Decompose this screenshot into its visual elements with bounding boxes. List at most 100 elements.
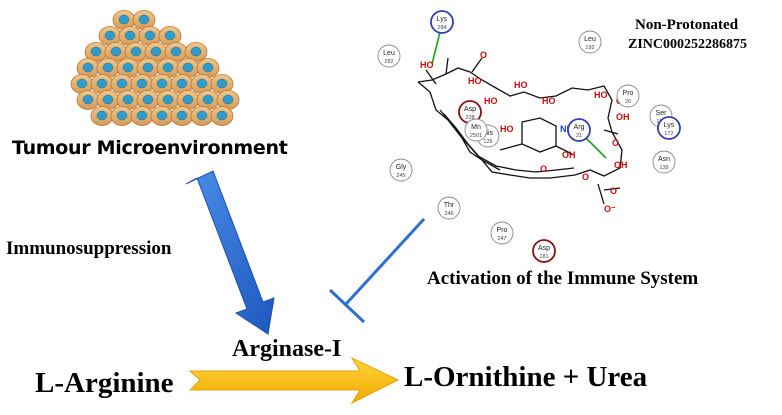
residue-circle xyxy=(464,118,488,142)
cell-nucleus xyxy=(196,110,208,121)
residue-name: Pro xyxy=(497,227,508,234)
residue-number: 245 xyxy=(396,173,405,179)
cell-nucleus xyxy=(176,110,188,121)
atom-label: OH xyxy=(614,160,628,170)
residue-circle xyxy=(389,158,413,182)
cell-nucleus xyxy=(102,62,114,73)
ligand-id-label: ZINC000252286875 xyxy=(628,37,748,52)
cell-nucleus xyxy=(182,62,194,73)
residue-circle xyxy=(532,239,556,263)
residue-number: 139 xyxy=(659,165,668,171)
substrate-label: L-Arginine xyxy=(35,367,174,399)
cell-nucleus xyxy=(164,30,176,41)
residue-circle xyxy=(430,10,454,34)
cell-nucleus xyxy=(216,110,228,121)
residue-name: Pro xyxy=(623,90,634,97)
cell-nucleus xyxy=(202,94,214,105)
residue-number: 20 xyxy=(625,99,631,105)
cell-nucleus xyxy=(122,62,134,73)
cell-nucleus xyxy=(196,78,208,89)
cell-nucleus xyxy=(96,110,108,121)
cell-nucleus xyxy=(110,46,122,57)
cell-nucleus xyxy=(104,30,116,41)
atom-label: O xyxy=(610,186,617,196)
residue-number: 172 xyxy=(664,131,673,137)
residue-circle xyxy=(437,196,461,220)
cell-nucleus xyxy=(90,46,102,57)
residue-name: Leu xyxy=(383,50,395,57)
residue-name: Asp xyxy=(538,245,550,252)
cell-nucleus xyxy=(222,94,234,105)
residue-number: 284 xyxy=(437,25,446,31)
cell-nucleus xyxy=(138,14,150,25)
ligand-state-label: Non-Protonated xyxy=(635,17,739,33)
residue-name: Thr xyxy=(444,202,455,209)
atom-label: O xyxy=(582,172,589,182)
cell-nucleus xyxy=(76,78,88,89)
residue-circle xyxy=(578,30,602,54)
residue-name: Arg xyxy=(574,124,585,131)
residue-circle xyxy=(377,44,401,68)
cell-nucleus xyxy=(96,78,108,89)
ligand-interaction-diagram xyxy=(417,31,623,205)
residue-circle xyxy=(657,116,681,140)
cell-nucleus xyxy=(176,78,188,89)
residue-name: Mn xyxy=(471,124,481,131)
atom-label: HO xyxy=(500,124,514,134)
cell-nucleus xyxy=(182,94,194,105)
atom-label: HO xyxy=(468,76,482,86)
atom-label: HO xyxy=(484,96,498,106)
reaction-arrow xyxy=(188,356,400,405)
cell-nucleus xyxy=(122,94,134,105)
atom-label: OH xyxy=(562,150,576,160)
cell-nucleus xyxy=(136,78,148,89)
immunosuppression-label: Immunosuppression xyxy=(6,238,172,259)
residue-number: 282 xyxy=(384,59,393,65)
residue-number: 21 xyxy=(576,133,582,139)
cell-nucleus xyxy=(136,110,148,121)
immunosuppression-arrow xyxy=(185,170,275,335)
cell-nucleus xyxy=(116,110,128,121)
residue-number: 246 xyxy=(444,211,453,217)
cell-nucleus xyxy=(162,94,174,105)
tumour-microenvironment-label: Tumour Microenvironment xyxy=(12,137,288,159)
products-label: L-Ornithine + Urea xyxy=(404,361,648,393)
residue-number: 192 xyxy=(585,45,594,51)
cell-nucleus xyxy=(190,46,202,57)
atom-label: O xyxy=(612,138,619,148)
residue-number: 126 xyxy=(483,139,492,145)
cell-nucleus xyxy=(170,46,182,57)
cell-nucleus xyxy=(116,78,128,89)
residue-name: Asn xyxy=(658,156,670,163)
cell-nucleus xyxy=(162,62,174,73)
immune-activation-label: Activation of the Immune System xyxy=(427,268,699,289)
cell-nucleus xyxy=(142,62,154,73)
cell-nucleus xyxy=(124,30,136,41)
residue-circle xyxy=(567,118,591,142)
cell-nucleus xyxy=(156,78,168,89)
cell-nucleus xyxy=(150,46,162,57)
residue-name: Lys xyxy=(437,16,448,23)
cell-nucleus xyxy=(202,62,214,73)
atom-label: O xyxy=(540,164,547,174)
residue-number: 247 xyxy=(497,236,506,242)
cell-nucleus xyxy=(102,94,114,105)
atom-labels: HO HO HO HO HO O HO OH OH O OH O O⁻ HO N… xyxy=(420,50,630,214)
residue-number: 2501 xyxy=(470,133,482,139)
cell-nucleus xyxy=(118,14,130,25)
residue-name: Gly xyxy=(396,164,407,171)
residue-name: Ser xyxy=(656,110,668,117)
cell-nucleus xyxy=(156,110,168,121)
atom-label: O⁻ xyxy=(604,204,616,214)
cell-nucleus xyxy=(216,78,228,89)
residue-number: 228 xyxy=(465,115,474,121)
atom-label: HO xyxy=(542,96,556,106)
atom-label: HO xyxy=(514,80,528,90)
atom-label: HO xyxy=(594,90,608,100)
residue-name: His xyxy=(483,130,494,137)
atom-label: HO xyxy=(420,60,434,70)
residue-name: Asp xyxy=(464,106,476,113)
cell-nucleus xyxy=(82,94,94,105)
cell-nucleus xyxy=(142,94,154,105)
